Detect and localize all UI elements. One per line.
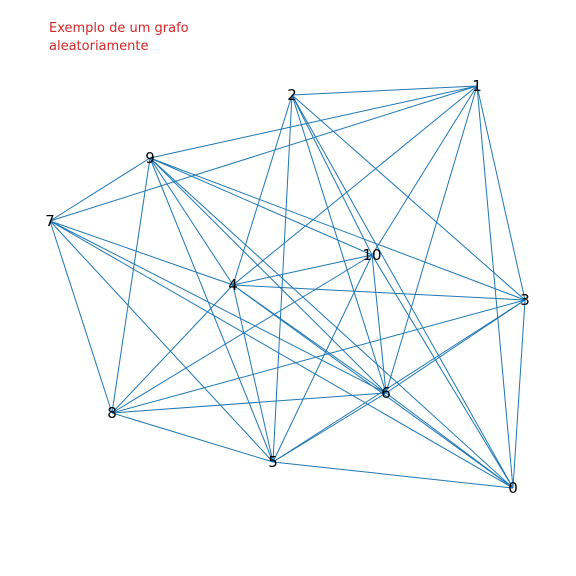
edge-2-10	[291, 94, 373, 256]
edge-8-6	[111, 392, 387, 414]
edge-1-6	[385, 85, 478, 394]
edge-2-4	[232, 94, 293, 286]
edge-9-0	[149, 157, 514, 489]
edge-4-3	[232, 284, 526, 301]
edge-1-4	[232, 85, 478, 286]
edge-10-8	[111, 254, 373, 414]
edge-6-5	[272, 392, 387, 463]
edges-layer	[49, 85, 526, 489]
edge-9-7	[49, 157, 151, 222]
edge-1-10	[371, 85, 478, 256]
node-label-8: 8	[107, 404, 117, 422]
node-labels-layer: 0 1 2 3 4 5 6 7 8 9 10	[45, 77, 530, 497]
edge-2-6	[291, 94, 387, 394]
edge-9-6	[149, 157, 387, 394]
edge-4-0	[232, 284, 514, 489]
edge-1-9	[149, 85, 478, 159]
edge-1-0	[476, 85, 514, 489]
edge-10-0	[371, 254, 514, 489]
edge-2-0	[291, 94, 514, 489]
edge-7-6	[49, 220, 387, 394]
node-label-5: 5	[268, 453, 278, 471]
edge-2-3	[291, 94, 526, 301]
edge-3-0	[512, 299, 526, 489]
edge-3-6	[385, 299, 526, 394]
edge-9-8	[111, 157, 151, 414]
node-label-6: 6	[381, 384, 391, 402]
node-label-4: 4	[228, 276, 238, 294]
edge-6-0	[385, 392, 514, 489]
edge-2-1	[291, 85, 478, 96]
edge-1-7	[49, 85, 478, 222]
edge-7-5	[49, 220, 274, 463]
edge-1-3	[476, 85, 526, 301]
edge-4-8	[111, 284, 234, 414]
edge-9-4	[149, 157, 234, 286]
node-label-9: 9	[145, 149, 155, 167]
edge-3-8	[111, 299, 526, 414]
node-label-10: 10	[362, 246, 381, 264]
edge-9-5	[149, 157, 274, 463]
node-label-7: 7	[45, 212, 55, 230]
edge-9-3	[149, 157, 526, 301]
node-label-2: 2	[287, 86, 297, 104]
edge-10-6	[371, 254, 387, 394]
edge-10-5	[272, 254, 373, 463]
edge-7-0	[49, 220, 514, 489]
edge-9-10	[149, 157, 373, 256]
edge-7-8	[49, 220, 113, 414]
edge-10-4	[232, 254, 373, 286]
edge-7-4	[49, 220, 234, 286]
node-label-1: 1	[472, 77, 482, 95]
edge-3-5	[272, 299, 526, 463]
edge-8-5	[111, 412, 274, 463]
figure-caption: Exemplo de um grafo aleatoriamente	[49, 21, 189, 54]
node-label-0: 0	[508, 479, 518, 497]
edge-4-5	[232, 284, 274, 463]
node-label-3: 3	[520, 291, 530, 309]
edge-5-0	[272, 461, 514, 489]
